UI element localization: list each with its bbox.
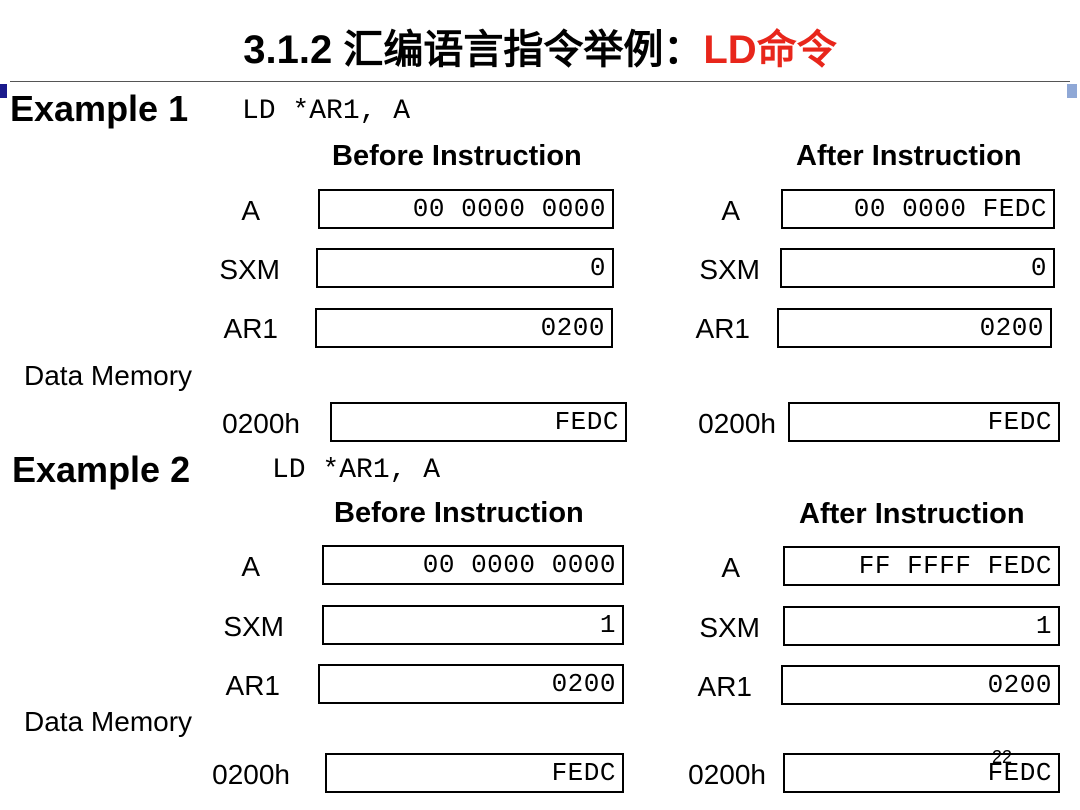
example1-sxm-after-value: 0 xyxy=(780,248,1055,288)
example1-memory-after-value: FEDC xyxy=(788,402,1060,442)
title-divider xyxy=(10,81,1070,82)
example2-code: LD *AR1, A xyxy=(272,455,441,486)
example1-ar1-after-value: 0200 xyxy=(777,308,1052,348)
example1-heading: Example 1 xyxy=(10,88,189,129)
left-corner-marker xyxy=(0,84,7,98)
example2-ar1-before-value: 0200 xyxy=(318,664,624,704)
example2-label-ar1-before: AR1 xyxy=(225,670,280,701)
example2-before-header: Before Instruction xyxy=(334,497,584,529)
page-number: 22 xyxy=(992,747,1013,767)
example2-data-memory-label: Data Memory xyxy=(24,706,193,737)
example2-memory-address-after: 0200h xyxy=(688,759,766,790)
example1-code: LD *AR1, A xyxy=(242,96,411,127)
example1-label-a-after: A xyxy=(721,195,740,226)
example1-label-sxm-before: SXM xyxy=(219,254,280,285)
example1-before-header: Before Instruction xyxy=(332,140,582,172)
example2-label-a-before: A xyxy=(241,551,260,582)
right-corner-marker xyxy=(1067,84,1077,98)
example2-memory-address-before: 0200h xyxy=(212,759,290,790)
example1-memory-address-before: 0200h xyxy=(222,408,300,439)
example2-label-ar1-after: AR1 xyxy=(697,671,752,702)
example1-label-ar1-after: AR1 xyxy=(695,313,750,344)
example1-memory-address-after: 0200h xyxy=(698,408,776,439)
example2-label-a-after: A xyxy=(721,552,740,583)
example2-heading: Example 2 xyxy=(12,449,191,490)
example2-a-before-value: 00 0000 0000 xyxy=(322,545,624,585)
slide-title-main: 3.1.2 汇编语言指令举例： xyxy=(243,28,704,72)
example1-label-a-before: A xyxy=(241,195,260,226)
example2-memory-before-value: FEDC xyxy=(325,753,624,793)
example1-sxm-before-value: 0 xyxy=(316,248,614,288)
example1-a-before-value: 00 0000 0000 xyxy=(318,189,614,229)
example1-label-sxm-after: SXM xyxy=(699,254,760,285)
example2-label-sxm-after: SXM xyxy=(699,612,760,643)
slide-title-highlight: LD命令 xyxy=(703,28,837,72)
example1-label-ar1-before: AR1 xyxy=(223,313,278,344)
example2-after-header: After Instruction xyxy=(799,498,1025,530)
example1-data-memory-label: Data Memory xyxy=(24,360,193,391)
example2-memory-after-value: FEDC xyxy=(783,753,1060,793)
example2-ar1-after-value: 0200 xyxy=(781,665,1060,705)
slide-title: 3.1.2 汇编语言指令举例：LD命令 xyxy=(0,22,1080,78)
example2-sxm-before-value: 1 xyxy=(322,605,624,645)
example1-ar1-before-value: 0200 xyxy=(315,308,613,348)
example2-sxm-after-value: 1 xyxy=(783,606,1060,646)
example1-after-header: After Instruction xyxy=(796,140,1022,172)
example1-memory-before-value: FEDC xyxy=(330,402,627,442)
example1-a-after-value: 00 0000 FEDC xyxy=(781,189,1055,229)
example2-a-after-value: FF FFFF FEDC xyxy=(783,546,1060,586)
example2-label-sxm-before: SXM xyxy=(223,611,284,642)
